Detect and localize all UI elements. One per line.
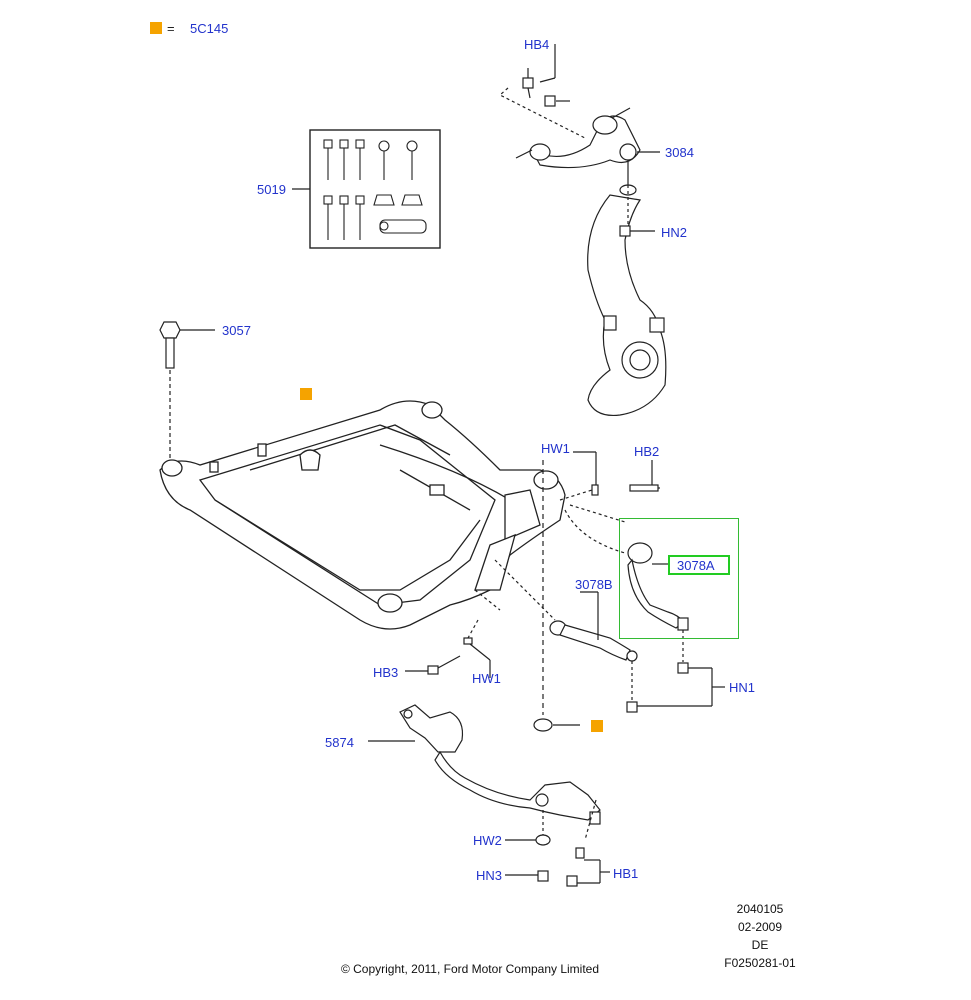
label-3078a[interactable]: 3078A	[677, 558, 715, 573]
illustration-number: 2040105	[736, 902, 784, 916]
label-3057[interactable]: 3057	[222, 323, 251, 338]
highlight-3078a	[668, 555, 730, 575]
label-5019[interactable]: 5019	[257, 182, 286, 197]
lower-arm-3078b	[549, 591, 638, 700]
legend-code[interactable]: 5C145	[190, 21, 229, 36]
nut-hn1	[626, 662, 725, 713]
upper-control-arm-3084	[498, 44, 660, 185]
steering-knuckle	[587, 184, 667, 417]
label-hw2[interactable]: HW2	[473, 833, 502, 848]
hardware-kit-5019	[292, 129, 441, 249]
illustration-date: 02-2009	[737, 920, 783, 934]
lower-arm-3078a	[564, 509, 689, 662]
legend-equals: =	[167, 21, 175, 36]
legend-marker	[150, 22, 162, 34]
bolt-hb2	[559, 451, 660, 523]
label-5874[interactable]: 5874	[325, 735, 354, 750]
label-hw1-bottom[interactable]: HW1	[472, 671, 501, 686]
label-hn2[interactable]: HN2	[661, 225, 688, 240]
label-3078b[interactable]: 3078B	[575, 577, 613, 592]
label-hn3[interactable]: HN3	[476, 868, 503, 883]
illustration-language: DE	[751, 938, 769, 952]
group-box-3078a	[619, 518, 739, 639]
marker-5c145-subframe	[300, 388, 312, 400]
stabilizer-5874	[368, 460, 601, 841]
bolt-hb3	[405, 619, 491, 678]
label-3084[interactable]: 3084	[665, 145, 694, 160]
label-hw1-top[interactable]: HW1	[541, 441, 570, 456]
copyright-notice: © Copyright, 2011, Ford Motor Company Li…	[340, 962, 600, 976]
marker-5c145-bushing	[591, 720, 603, 732]
front-subframe	[159, 400, 566, 630]
label-hb2[interactable]: HB2	[634, 444, 660, 459]
bolt-3057	[159, 321, 215, 460]
label-hn1[interactable]: HN1	[729, 680, 756, 695]
label-hb4[interactable]: HB4	[524, 37, 550, 52]
label-hb1[interactable]: HB1	[613, 866, 639, 881]
illustration-reference: F0250281-01	[724, 956, 796, 970]
label-hb3[interactable]: HB3	[373, 665, 399, 680]
hardware-hw2-hn3-hb1	[505, 834, 610, 887]
